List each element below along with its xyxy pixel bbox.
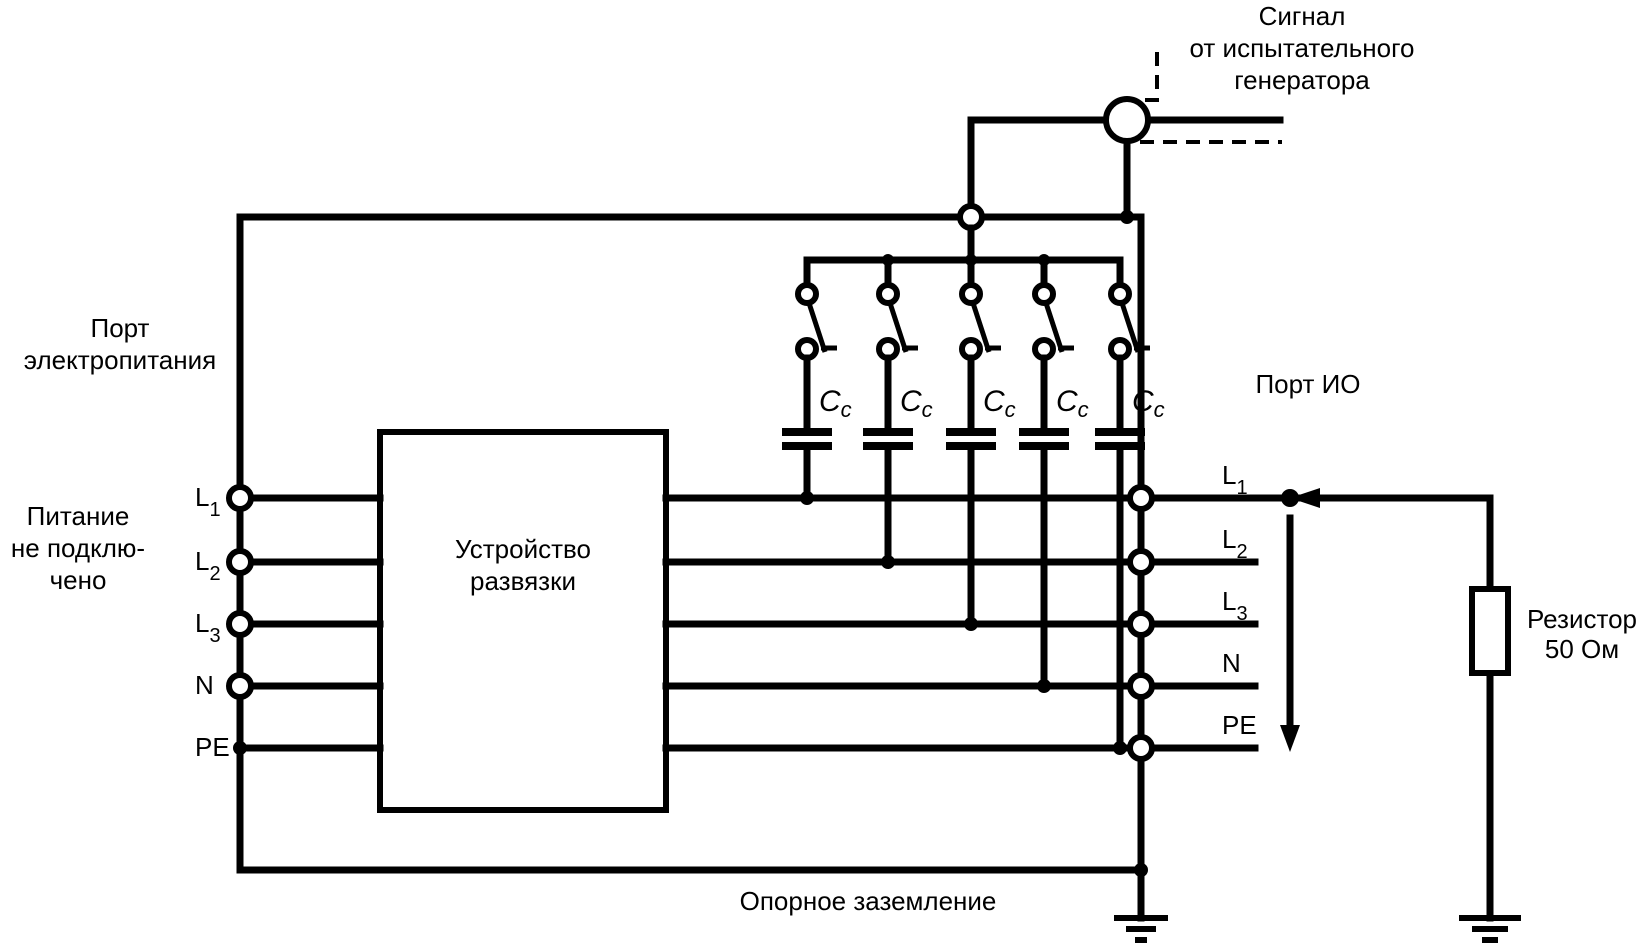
signal-label-1: Сигнал bbox=[1259, 1, 1346, 31]
signal-label-3: генератора bbox=[1234, 65, 1370, 95]
generator-feed-wire bbox=[967, 116, 1284, 221]
line-label-right: PE bbox=[1222, 710, 1257, 740]
terminal-left-3 bbox=[226, 672, 254, 700]
capacitor-label: Cc bbox=[900, 385, 933, 422]
power-off-label-2: не подклю- bbox=[11, 533, 145, 563]
switch-blade-icon bbox=[1043, 302, 1065, 353]
capacitor-branches: Cc Cc Cc Cc Cc bbox=[782, 254, 1165, 755]
junction-dot bbox=[1038, 254, 1050, 266]
switch-contact-top bbox=[1032, 282, 1056, 306]
line-label-sub: 2 bbox=[209, 563, 220, 585]
switch-contact-top bbox=[795, 282, 819, 306]
line-label-sub: 3 bbox=[209, 625, 220, 647]
junction-dot bbox=[1120, 210, 1134, 224]
line-label-sub: 1 bbox=[209, 499, 220, 521]
decoupling-label-2: развязки bbox=[470, 566, 576, 596]
power-off-label-3: чено bbox=[50, 565, 107, 595]
decoupling-device-box bbox=[377, 429, 669, 813]
current-probe-icon bbox=[1103, 96, 1151, 144]
signal-label-2: от испытательного bbox=[1190, 33, 1415, 63]
switch-blade-icon bbox=[887, 302, 909, 353]
switch-blade-icon bbox=[970, 302, 992, 353]
resistor-label-1: Резистор bbox=[1527, 604, 1637, 634]
resistor-icon bbox=[1469, 586, 1511, 676]
junction-dot bbox=[965, 254, 977, 266]
generator-signal-dashed bbox=[1145, 52, 1159, 102]
ground-ref-label: Опорное заземление bbox=[740, 886, 997, 916]
line-label-sub: 2 bbox=[1236, 541, 1247, 563]
terminal-left-0 bbox=[226, 484, 254, 512]
capacitor-label: Cc bbox=[1132, 385, 1165, 422]
line-label-left: PE bbox=[195, 732, 230, 762]
capacitor-label-sub: c bbox=[1154, 397, 1165, 422]
terminal-left-1 bbox=[226, 548, 254, 576]
line-label-left: L2 bbox=[195, 546, 221, 585]
arrow-down-icon bbox=[1280, 725, 1300, 752]
power-port-label-1: Порт bbox=[91, 313, 150, 343]
terminal-right-4 bbox=[1127, 734, 1155, 762]
line-label-right: L2 bbox=[1222, 524, 1248, 563]
line-label-right: L3 bbox=[1222, 586, 1248, 625]
terminal-left-2 bbox=[226, 610, 254, 638]
switch-blade-icon bbox=[806, 302, 828, 353]
capacitor-label: Cc bbox=[983, 385, 1016, 422]
terminal-right-0 bbox=[1127, 484, 1155, 512]
terminal-right-3 bbox=[1127, 672, 1155, 700]
line-label-left: L3 bbox=[195, 608, 221, 647]
line-label-right: L1 bbox=[1222, 460, 1248, 499]
switch-blade-icon bbox=[1119, 302, 1141, 353]
line-label-sub: 3 bbox=[1236, 603, 1247, 625]
injection-point-dot bbox=[1281, 489, 1299, 507]
power-off-label-1: Питание bbox=[27, 501, 130, 531]
capacitor-label-sub: c bbox=[841, 397, 852, 422]
junction-dot bbox=[233, 741, 247, 755]
junction-dot bbox=[1134, 863, 1148, 877]
line-label-right: N bbox=[1222, 648, 1241, 678]
capacitor-label: Cc bbox=[819, 385, 852, 422]
capacitor-label-sub: c bbox=[1005, 397, 1016, 422]
ground-icon bbox=[1459, 915, 1521, 943]
decoupling-label-1: Устройство bbox=[455, 534, 591, 564]
arrow-left-icon bbox=[1290, 488, 1320, 508]
io-port-label: Порт ИО bbox=[1255, 369, 1360, 399]
switch-contact-top bbox=[959, 282, 983, 306]
line-label-left: N bbox=[195, 670, 214, 700]
capacitor-label-sub: c bbox=[922, 397, 933, 422]
capacitor-label: Cc bbox=[1056, 385, 1089, 422]
resistor-label-2: 50 Ом bbox=[1545, 634, 1619, 664]
terminal-right-2 bbox=[1127, 610, 1155, 638]
line-label-left: L1 bbox=[195, 482, 221, 521]
line-label-sub: 1 bbox=[1236, 477, 1247, 499]
switch-contact-top bbox=[1108, 282, 1132, 306]
ground-icon bbox=[1114, 866, 1168, 943]
junction-dot bbox=[882, 254, 894, 266]
capacitor-label-sub: c bbox=[1078, 397, 1089, 422]
power-port-label-2: электропитания bbox=[24, 345, 216, 375]
terminal-right-1 bbox=[1127, 548, 1155, 576]
switch-contact-top bbox=[876, 282, 900, 306]
